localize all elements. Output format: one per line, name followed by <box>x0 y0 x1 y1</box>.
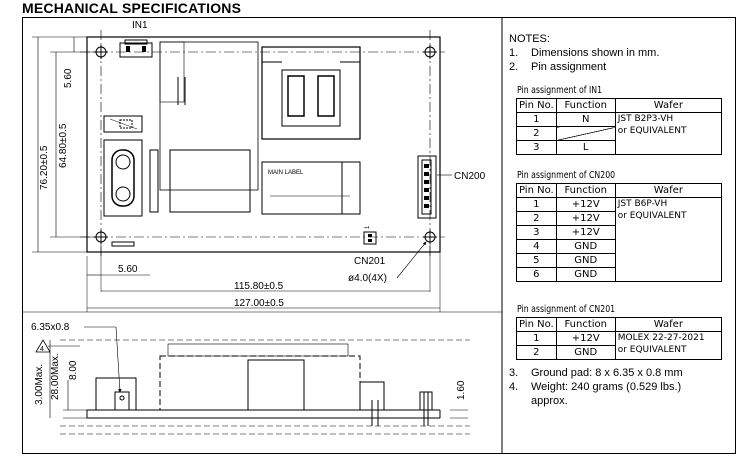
table-cell: +12V <box>555 225 616 240</box>
dim-300-text: 3.00Max. <box>34 364 45 405</box>
header-cell: Wafer <box>614 98 723 113</box>
note-item: 2.Pin assignment <box>509 61 607 73</box>
mounting-hole-tl <box>94 45 108 59</box>
note-item: 1.Dimensions shown in mm. <box>509 47 660 59</box>
table-cell: 6 <box>516 267 557 282</box>
dim-2800-text: 28.00Max. <box>50 353 61 400</box>
table-cell: 3 <box>516 225 557 240</box>
warning-triangle-icon: 4 <box>35 339 51 353</box>
fuse <box>103 115 143 133</box>
small-part <box>111 241 135 247</box>
cn200-table-caption: Pin assignment of CN200 <box>517 170 616 181</box>
header-cell: Pin No. <box>516 98 557 113</box>
drawing-frame <box>22 17 736 454</box>
table-cell: GND <box>555 345 616 360</box>
header-cell: Function <box>555 98 616 113</box>
cn201-connector <box>363 231 377 245</box>
table-cell: GND <box>555 239 616 254</box>
in1-table-caption: Pin assignment of IN1 <box>517 85 603 96</box>
table-cell: N <box>555 112 616 127</box>
dim-12700-text: 127.00±0.5 <box>234 298 284 309</box>
table-cell: GND <box>555 253 616 268</box>
dim-560-bottom-text: 5.60 <box>118 264 138 275</box>
table-cell: +12V <box>555 211 616 226</box>
table-cell: 3 <box>516 140 557 155</box>
in1-label: IN1 <box>132 20 148 31</box>
cn200-connector <box>417 155 437 219</box>
mounting-hole-br <box>423 230 437 244</box>
cn200-label: CN200 <box>454 171 486 182</box>
table-cell: 2 <box>516 211 557 226</box>
dim-6480-text: 64.80±0.5 <box>58 123 69 168</box>
main-label-box <box>261 161 361 215</box>
svg-text:4: 4 <box>40 346 44 353</box>
dim-560-left-text: 5.60 <box>63 68 74 88</box>
table-cell: L <box>555 140 616 155</box>
transformer <box>261 46 361 140</box>
dim-160-text: 1.60 <box>456 380 467 400</box>
notes-continued: 3.Ground pad: 8 x 6.35 x 0.8 mm 4.Weight… <box>509 366 683 408</box>
header-cell: Pin No. <box>516 183 557 198</box>
note-item: 3.Ground pad: 8 x 6.35 x 0.8 mm <box>509 367 683 379</box>
table-cell: 2 <box>516 126 557 141</box>
side-view <box>60 339 470 435</box>
main-label-text: MAIN LABEL <box>268 170 304 176</box>
in1-connector <box>119 39 153 58</box>
cn201-pin1: 1 <box>365 225 371 229</box>
cn200-pin-table: Pin No. Function Wafer 1 +12V JST B6P-VH… <box>516 183 723 282</box>
table-cell: 4 <box>516 239 557 254</box>
table-cell: +12V <box>555 197 616 212</box>
note-item: 4.Weight: 240 grams (0.529 lbs.) <box>509 381 682 393</box>
table-cell: GND <box>555 267 616 282</box>
table-cell: 2 <box>516 345 557 360</box>
header-cell: Function <box>555 183 616 198</box>
cn201-label: CN201 <box>354 256 386 267</box>
capacitor-block <box>169 149 251 213</box>
table-cell: +12V <box>555 331 616 346</box>
table-cell <box>555 126 616 141</box>
dim-800-text: 8.00 <box>68 360 79 380</box>
header-cell: Wafer <box>614 317 723 332</box>
table-cell: 1 <box>516 197 557 212</box>
pcb-outline <box>86 36 441 253</box>
heatsink-block <box>159 41 259 191</box>
cn201-table-caption: Pin assignment of CN201 <box>517 304 616 315</box>
page-title: MECHANICAL SPECIFICATIONS <box>22 0 242 16</box>
dim-11580-text: 115.80±0.5 <box>234 281 284 292</box>
mounting-hole-tr <box>423 45 437 59</box>
header-cell: Pin No. <box>516 317 557 332</box>
hole-label: ø4.0(4X) <box>348 273 387 284</box>
table-cell: 5 <box>516 253 557 268</box>
dim-7620-text: 76.20±0.5 <box>39 145 50 190</box>
cn201-pin-table: Pin No. Function Wafer 1 +12V MOLEX 22-2… <box>516 317 723 360</box>
table-cell: 1 <box>516 331 557 346</box>
mounting-hole-bl <box>94 230 108 244</box>
notes-heading: NOTES: <box>509 33 550 45</box>
dim-635-text: 6.35x0.8 <box>31 322 70 333</box>
header-cell: Function <box>555 317 616 332</box>
note-item: approx. <box>531 395 568 407</box>
inductor <box>103 139 143 217</box>
header-cell: Wafer <box>614 183 723 198</box>
strip-component <box>149 149 159 213</box>
table-cell: 1 <box>516 112 557 127</box>
notes-block: NOTES: 1.Dimensions shown in mm. 2.Pin a… <box>509 32 659 74</box>
